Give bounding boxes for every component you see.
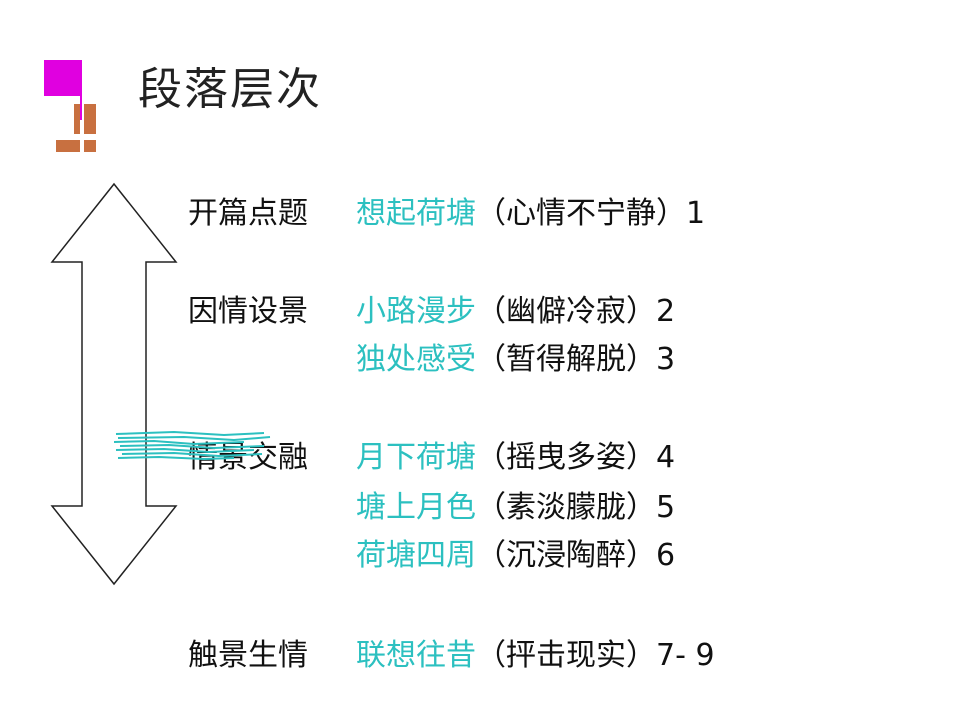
list-item: 荷塘四周（沉浸陶醉）6 — [188, 534, 675, 578]
list-item: 塘上月色（素淡朦胧）5 — [188, 486, 675, 530]
section-note: （心情不宁静）1 — [476, 196, 706, 231]
list-item: 开篇点题 想起荷塘（心情不宁静）1 — [188, 192, 705, 236]
section-note: （抨击现实）7- 9 — [476, 638, 715, 673]
slide-title: 段落层次 — [138, 64, 322, 115]
section-note: （素淡朦胧）5 — [476, 490, 676, 525]
section-note: （暂得解脱）3 — [476, 342, 676, 377]
logo-block-brown — [84, 140, 96, 152]
section-label: 因情设景 — [188, 294, 308, 329]
section-note: （摇曳多姿）4 — [476, 440, 676, 475]
logo-block-brown — [84, 104, 96, 134]
section-topic: 荷塘四周 — [356, 538, 476, 573]
scribble-mark — [114, 430, 271, 461]
list-item: 独处感受（暂得解脱）3 — [188, 338, 675, 382]
section-topic: 小路漫步 — [356, 294, 476, 329]
section-topic: 想起荷塘 — [356, 196, 476, 231]
section-label: 触景生情 — [188, 638, 308, 673]
section-topic: 独处感受 — [356, 342, 476, 377]
section-note: （幽僻冷寂）2 — [476, 294, 676, 329]
section-topic: 塘上月色 — [356, 490, 476, 525]
list-item: 因情设景 小路漫步（幽僻冷寂）2 — [188, 290, 675, 334]
double-arrow-icon — [50, 182, 178, 586]
logo-line — [80, 60, 82, 120]
section-topic: 联想往昔 — [356, 638, 476, 673]
logo-block-brown — [74, 104, 80, 134]
list-item: 触景生情 联想往昔（抨击现实）7- 9 — [188, 634, 715, 678]
section-note: （沉浸陶醉）6 — [476, 538, 676, 573]
section-topic: 月下荷塘 — [356, 440, 476, 475]
section-label: 开篇点题 — [188, 196, 308, 231]
logo-block-brown — [56, 140, 80, 152]
logo-block-magenta — [44, 60, 80, 96]
